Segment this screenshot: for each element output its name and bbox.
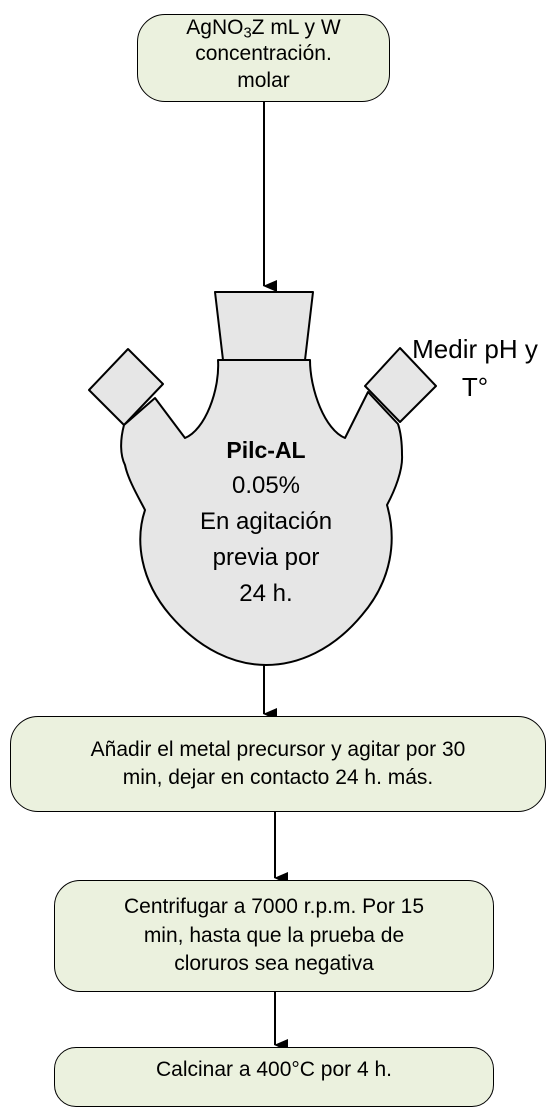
step1-line-2: min, dejar en contacto 24 h. más. (122, 766, 434, 789)
step-add-precursor-box: Añadir el metal precursor y agitar por 3… (10, 716, 546, 812)
step-calcine-box: Calcinar a 400°C por 4 h. (54, 1047, 494, 1107)
reagent-line-2: concentración. (195, 42, 332, 66)
flask-line-4: 24 h. (239, 580, 293, 607)
reagent-line-1: AgNO3Z mL y W (186, 16, 341, 42)
step2-line-3: cloruros sea negativa (174, 952, 374, 976)
three-neck-flask (88, 291, 437, 666)
step2-line-1: Centrifugar a 7000 r.p.m. Por 15 (124, 895, 424, 919)
flask-left-neck (88, 348, 164, 426)
flask-line-2: En agitación (199, 508, 333, 535)
side-note-line-2: T° (461, 372, 489, 402)
step1-line-1: Añadir el metal precursor y agitar por 3… (90, 737, 466, 761)
flask-top-neck (214, 291, 314, 361)
flask-line-1: 0.05% (231, 472, 301, 499)
flask-line-3: previa por (212, 544, 320, 571)
reagent-box: AgNO3Z mL y W concentración. molar (137, 14, 390, 102)
side-note: Medir pH y T° (400, 330, 546, 406)
flask-title: Pilc-AL (226, 437, 306, 463)
reagent-line-3: molar (237, 68, 290, 92)
step3-line-1: Calcinar a 400°C por 4 h. (155, 1057, 393, 1081)
flask-body (120, 359, 404, 666)
step-centrifuge-box: Centrifugar a 7000 r.p.m. Por 15 min, ha… (54, 880, 494, 992)
side-note-line-1: Medir pH y (412, 334, 538, 364)
step2-line-2: min, hasta que la prueba de (143, 923, 405, 947)
flask-label: Pilc-AL 0.05% En agitación previa por 24… (176, 432, 356, 612)
flask-right-neck (364, 347, 437, 423)
